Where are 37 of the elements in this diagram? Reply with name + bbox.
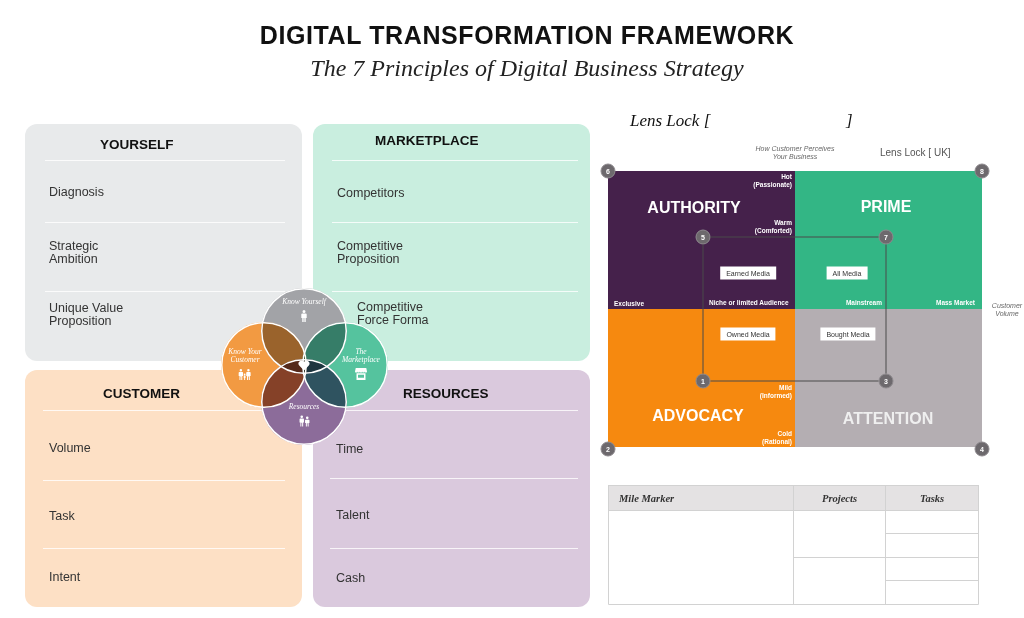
panel-item: Strategic Ambition [49, 239, 100, 265]
panel-heading: MARKETPLACE [375, 132, 479, 148]
connector-line [710, 236, 879, 238]
panel-item: Volume [49, 441, 91, 455]
column-header: Tasks [885, 485, 979, 511]
quadrant-title: ADVOCACY [652, 407, 744, 425]
panel-heading: RESOURCES [403, 385, 489, 401]
matrix-quadrant [795, 309, 982, 447]
panel-heading: CUSTOMER [103, 385, 180, 401]
quadrant-title: PRIME [860, 198, 912, 216]
connector-line [702, 244, 704, 374]
subtitle: The 7 Principles of Digital Business Strategy [310, 54, 744, 82]
title: DIGITAL TRANSFORMATION FRAMEWORK [259, 20, 795, 50]
matrix-quadrant [795, 171, 982, 309]
panel-item: Diagnosis [49, 185, 104, 199]
heading-label: Lens Lock [ [630, 111, 711, 131]
column-header: Projects [793, 485, 886, 511]
quadrant-title: AUTHORITY [647, 199, 741, 217]
connector-line [710, 380, 879, 382]
quadrant-title: ATTENTION [842, 410, 934, 428]
bracket-label: ] [846, 111, 853, 131]
panel-item: Unique Value Proposition [49, 301, 125, 327]
panel-item: Competitive Proposition [337, 239, 404, 265]
panel-item: Time [336, 442, 364, 456]
panel-item: Competitive Force Forma [357, 300, 430, 326]
column-header: Mile Marker [608, 485, 794, 511]
connector-line [885, 244, 887, 374]
matrix-quadrant [608, 309, 795, 447]
matrix-quadrant [608, 171, 795, 309]
panel-heading: YOURSELF [100, 136, 174, 152]
heading-label: Lens Lock [ UK] [880, 146, 951, 158]
panel-item: Competitors [337, 186, 405, 200]
panel-item: Intent [49, 570, 81, 584]
panel-item: Talent [336, 508, 370, 522]
panel-item: Task [49, 509, 75, 523]
category-panel [25, 124, 302, 361]
panel-item: Cash [336, 571, 366, 585]
